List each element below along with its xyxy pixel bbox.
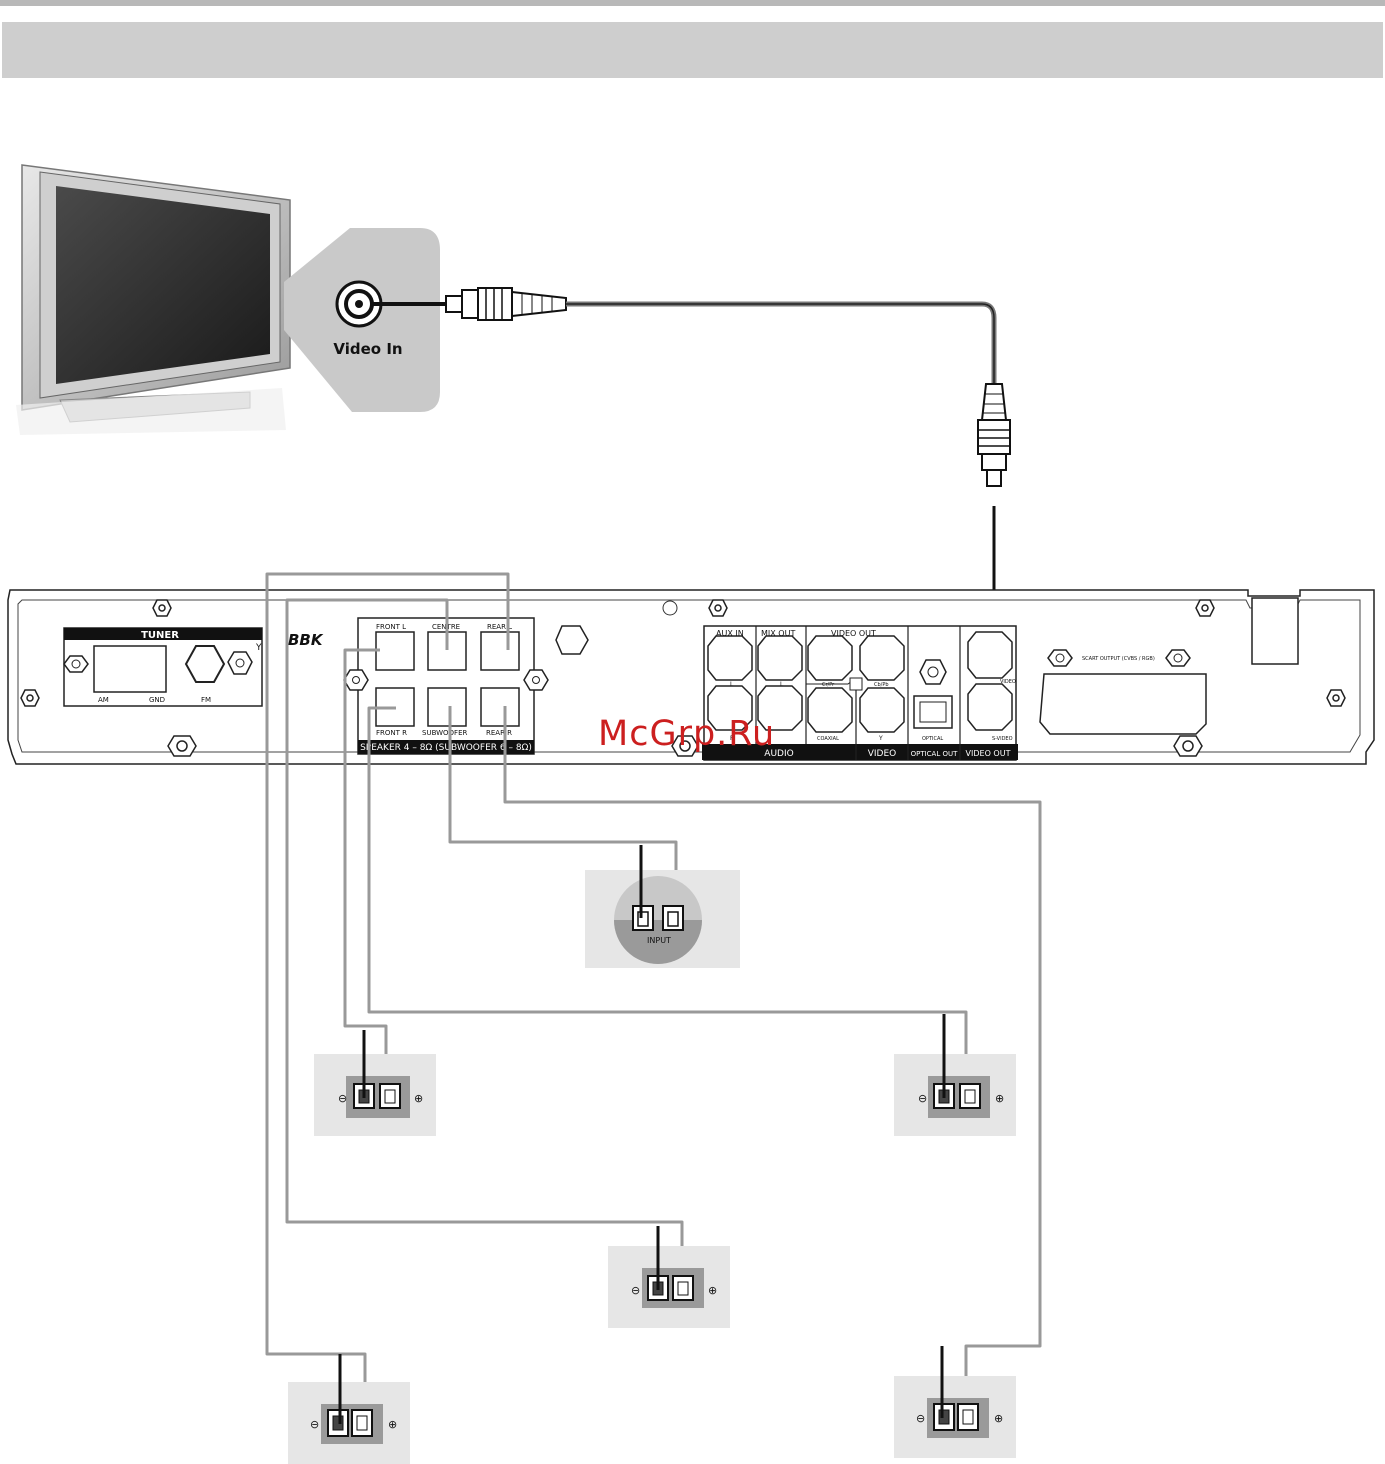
video-in-label: Video In	[333, 340, 402, 358]
rear-r-terminal	[481, 688, 519, 726]
front-left-speaker-terminal: ⊖ ⊕	[314, 1030, 436, 1136]
video-out-group-label: VIDEO OUT	[831, 629, 876, 638]
watermark: McGrp.Ru	[598, 714, 775, 754]
subwoofer-input-label: INPUT	[647, 936, 671, 945]
centre-plus-icon: ⊕	[708, 1284, 717, 1297]
antenna-icon: Y	[255, 643, 262, 653]
aux-in-label: AUX IN	[716, 629, 744, 638]
front-r-minus-icon: ⊖	[918, 1092, 927, 1105]
coaxial-label: COAXIAL	[817, 736, 839, 742]
y-label: Y	[878, 735, 883, 742]
tuner-title: TUNER	[141, 630, 179, 641]
s-video-label: S-VIDEO	[992, 736, 1013, 742]
front-l-plus-icon: ⊕	[414, 1092, 423, 1105]
front-l-label: FRONT L	[376, 623, 406, 631]
front-r-label: FRONT R	[376, 729, 407, 737]
optical-out-footer: OPTICAL OUT	[911, 750, 959, 758]
video-in-callout: Video In	[284, 228, 440, 412]
centre-minus-icon: ⊖	[631, 1284, 640, 1297]
front-l-minus-icon: ⊖	[338, 1092, 347, 1105]
tuner-section: TUNER Y AM GND FM	[64, 628, 262, 706]
gnd-label: GND	[149, 696, 165, 704]
brand-logo: BBK	[288, 631, 324, 649]
scart-label: SCART OUTPUT (CVBS / RGB)	[1082, 656, 1155, 662]
rear-r-plus-icon: ⊕	[994, 1412, 1003, 1425]
video-jack-label: VIDEO	[1000, 679, 1016, 685]
rear-l-terminal	[481, 632, 519, 670]
optical-label: OPTICAL	[922, 736, 943, 742]
rear-r-label: REAR R	[486, 729, 512, 737]
front-right-speaker-terminal: ⊖ ⊕	[894, 1014, 1016, 1136]
front-l-terminal	[376, 632, 414, 670]
video-out-footer: VIDEO OUT	[966, 749, 1011, 758]
rear-l-minus-icon: ⊖	[310, 1418, 319, 1431]
cr-pr-label: Cr/Pr	[822, 682, 835, 688]
front-r-plus-icon: ⊕	[995, 1092, 1004, 1105]
fm-label: FM	[201, 696, 211, 704]
rear-r-minus-icon: ⊖	[916, 1412, 925, 1425]
centre-speaker-terminal: ⊖ ⊕	[608, 1226, 730, 1328]
rear-right-speaker-terminal: ⊖ ⊕	[894, 1346, 1016, 1458]
mix-out-label: MIX OUT	[761, 629, 795, 638]
subwoofer-input-terminal: INPUT	[585, 845, 740, 968]
cb-pb-label: Cb/Pb	[874, 682, 889, 688]
subwoofer-label: SUBWOOFER	[422, 729, 468, 737]
rear-l-plus-icon: ⊕	[388, 1418, 397, 1431]
am-label: AM	[98, 696, 109, 704]
subwoofer-terminal	[428, 688, 466, 726]
rear-left-speaker-terminal: ⊖ ⊕	[288, 1354, 410, 1464]
video-footer: VIDEO	[868, 749, 897, 759]
tv	[16, 165, 290, 435]
